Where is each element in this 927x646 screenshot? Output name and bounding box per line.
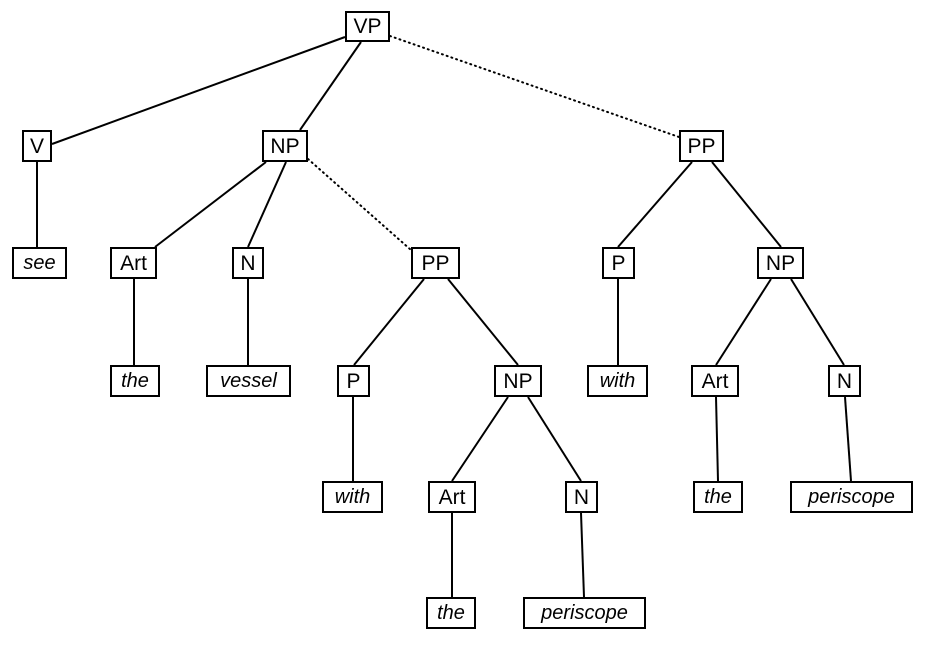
tree-node-peri_r[interactable]: periscope — [790, 481, 913, 513]
tree-node-label: Art — [438, 485, 466, 509]
tree-edge-np_right-to-n_right — [790, 278, 845, 366]
tree-node-label: vessel — [220, 370, 277, 392]
tree-node-label: see — [23, 252, 56, 274]
tree-edge-vp-to-v — [51, 36, 346, 145]
tree-node-np_mid[interactable]: NP — [494, 365, 542, 397]
tree-edge-vp-to-pp_right — [389, 35, 680, 138]
tree-node-with_r[interactable]: with — [587, 365, 648, 397]
tree-edge-art_right-to-the_right — [715, 396, 719, 482]
tree-node-label: periscope — [541, 602, 628, 624]
tree-node-see[interactable]: see — [12, 247, 67, 279]
tree-node-vp[interactable]: VP — [345, 11, 390, 42]
tree-node-p_right[interactable]: P — [602, 247, 635, 279]
tree-node-label: the — [121, 370, 149, 392]
tree-node-label: periscope — [808, 486, 895, 508]
tree-node-pp_mid[interactable]: PP — [411, 247, 460, 279]
tree-node-v[interactable]: V — [22, 130, 52, 162]
tree-edge-pp_mid-to-np_mid — [447, 278, 519, 366]
tree-edge-pp_right-to-np_right — [711, 161, 782, 248]
tree-node-label: with — [599, 370, 636, 392]
tree-node-label: N — [240, 251, 256, 275]
tree-node-n1[interactable]: N — [232, 247, 264, 279]
tree-node-label: PP — [421, 251, 450, 275]
tree-node-label: NP — [503, 369, 533, 393]
tree-node-art1[interactable]: Art — [110, 247, 157, 279]
tree-edge-np_mid-to-n_mid — [527, 396, 582, 482]
tree-node-peri_m[interactable]: periscope — [523, 597, 646, 629]
tree-node-art_right[interactable]: Art — [691, 365, 739, 397]
tree-node-label: NP — [765, 251, 796, 275]
tree-node-np_right[interactable]: NP — [757, 247, 804, 279]
tree-edge-np_mid-to-art_mid — [451, 396, 509, 482]
tree-node-label: Art — [120, 251, 147, 275]
tree-node-the_mid[interactable]: the — [426, 597, 476, 629]
tree-node-label: P — [346, 369, 361, 393]
tree-node-n_right[interactable]: N — [828, 365, 861, 397]
tree-node-label: V — [29, 134, 44, 158]
tree-node-label: N — [573, 485, 590, 509]
tree-node-label: VP — [353, 15, 382, 38]
tree-edge-n_right-to-peri_r — [844, 396, 852, 482]
tree-node-pp_right[interactable]: PP — [679, 130, 724, 162]
tree-node-np1[interactable]: NP — [262, 130, 308, 162]
tree-edge-n_mid-to-peri_m — [580, 512, 585, 598]
tree-node-label: with — [334, 486, 371, 508]
tree-edge-np1-to-art1 — [154, 161, 267, 248]
tree-node-art_mid[interactable]: Art — [428, 481, 476, 513]
tree-node-label: NP — [270, 134, 300, 158]
tree-node-the_right[interactable]: the — [693, 481, 743, 513]
tree-node-with_m[interactable]: with — [322, 481, 383, 513]
tree-node-vessel[interactable]: vessel — [206, 365, 291, 397]
tree-node-p_mid[interactable]: P — [337, 365, 370, 397]
tree-node-the1[interactable]: the — [110, 365, 160, 397]
tree-edge-pp_right-to-p_right — [617, 161, 693, 248]
tree-node-label: N — [836, 369, 853, 393]
tree-node-label: the — [704, 486, 732, 508]
tree-edge-vp-to-np1 — [299, 41, 362, 131]
tree-node-label: the — [437, 602, 465, 624]
tree-node-n_mid[interactable]: N — [565, 481, 598, 513]
tree-node-label: P — [611, 251, 626, 275]
tree-edge-np_right-to-art_right — [715, 278, 772, 366]
tree-node-label: Art — [701, 369, 729, 393]
tree-edge-np1-to-n1 — [247, 161, 287, 248]
tree-edge-pp_mid-to-p_mid — [353, 278, 425, 366]
tree-node-label: PP — [687, 134, 716, 158]
tree-edge-np1-to-pp_mid — [307, 158, 412, 251]
